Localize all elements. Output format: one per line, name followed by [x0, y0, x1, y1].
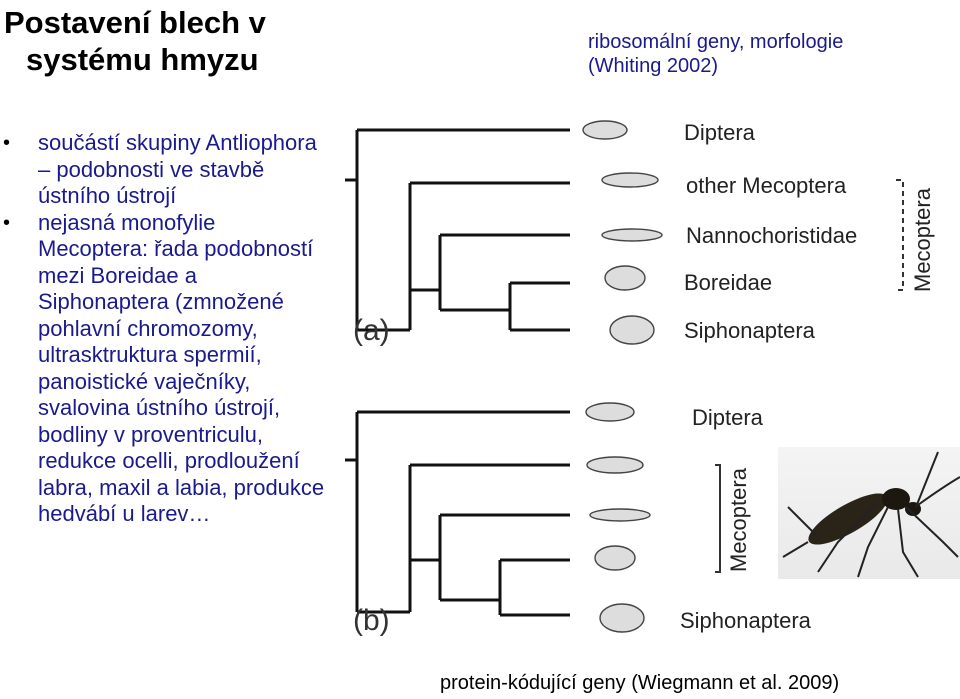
title-line-2: systému hmyzu	[26, 42, 259, 77]
tree-b-group-bracket	[715, 464, 721, 573]
tree-a-insect-silhouettes	[582, 120, 663, 345]
bullet-list: součástí skupiny Antliophora – podobnost…	[0, 130, 330, 528]
tree-a-group-bracket	[896, 179, 904, 291]
tree-a-taxon: Siphonaptera	[684, 318, 816, 343]
tree-a-branches	[345, 128, 570, 332]
tree-a-group-label: Mecoptera	[910, 187, 935, 292]
tree-b-insect-silhouettes	[585, 402, 651, 633]
caption-bottom: protein-kódující geny (Wiegmann et al. 2…	[440, 672, 840, 694]
tree-b-branches	[345, 410, 570, 617]
tree-b-panel-label: (b)	[353, 604, 390, 637]
bullet-item: součástí skupiny Antliophora – podobnost…	[0, 130, 330, 210]
slide-title: Postavení blech v systému hmyzu	[4, 4, 344, 78]
caption-top-line-2: (Whiting 2002)	[588, 55, 719, 77]
bullet-item: nejasná monofylie Mecoptera: řada podobn…	[0, 210, 330, 528]
tree-a-taxon: Nannochoristidae	[686, 223, 857, 248]
caption-top-line-1: ribosomální geny, morfologie	[588, 31, 844, 53]
insect-photo	[778, 447, 960, 579]
tree-b-group-label: Mecoptera	[726, 467, 751, 572]
tree-a-taxon: other Mecoptera	[686, 173, 847, 198]
tree-a-taxon: Diptera	[684, 120, 756, 145]
tree-b-taxon: Diptera	[692, 405, 764, 430]
tree-a-panel-label: (a)	[353, 314, 390, 347]
caption-top: ribosomální geny, morfologie (Whiting 20…	[588, 30, 843, 78]
title-line-1: Postavení blech v	[4, 5, 266, 40]
scorpionfly-photo-illustration	[782, 451, 960, 578]
tree-a-labels: Diptera other Mecoptera Nannochoristidae…	[684, 120, 857, 343]
tree-a-taxon: Boreidae	[684, 270, 772, 295]
tree-b-taxon: Siphonaptera	[680, 608, 812, 633]
